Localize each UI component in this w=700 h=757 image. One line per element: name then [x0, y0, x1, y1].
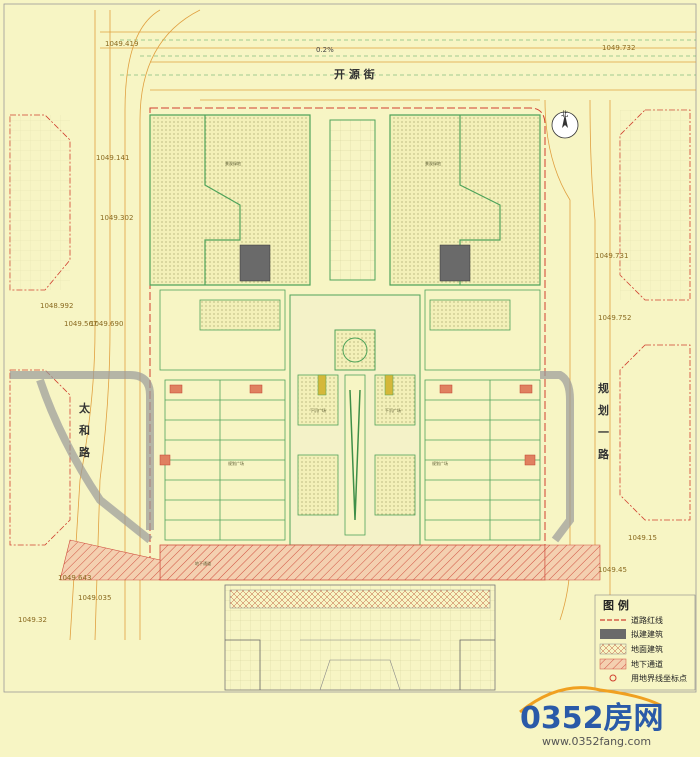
road-label-west-3: 路 [79, 445, 91, 459]
plot-label: 规划广场 [432, 460, 448, 466]
north-compass-icon: 北 [551, 110, 579, 139]
elevation-label: 1049.732 [602, 44, 635, 52]
road-label-east-2: 划 [598, 403, 609, 417]
elevation-label: 1049.32 [18, 616, 47, 624]
legend-item-land-boundary: 用地界线坐标点 [631, 673, 687, 683]
plot-label: 景观绿地 [225, 160, 241, 166]
compass-label: 北 [561, 110, 568, 118]
underground-passage-gray [10, 371, 574, 544]
elevation-label: 1049.731 [595, 252, 628, 260]
legend-item-underground-passage: 地下通道 [631, 659, 663, 669]
plot-label: 地下通道 [195, 560, 211, 566]
elevation-label: 1049.419 [105, 40, 138, 48]
legend-item-ground-building: 地面建筑 [631, 644, 663, 654]
elevation-label: 1049.141 [96, 154, 129, 162]
grade-label: 0.2% [316, 46, 334, 54]
legend-item-proposed-building: 拟建建筑 [631, 629, 663, 639]
underground-passage-band [159, 544, 546, 581]
road-label-north: 开 源 街 [334, 67, 375, 81]
watermark-brand: 0352房网 [520, 701, 664, 736]
elevation-label: 1049.752 [598, 314, 631, 322]
watermark-logo: 0352房网 www.0352fang.com [519, 686, 664, 748]
legend-item-road-redline: 道路红线 [631, 615, 663, 625]
west-building-zone [159, 289, 286, 541]
elevation-label: 1049.302 [100, 214, 133, 222]
north-green-plots [149, 114, 541, 286]
watermark-url: www.0352fang.com [542, 735, 651, 748]
proposed-building-west [239, 244, 271, 282]
road-label-east-1: 规 [598, 381, 609, 395]
plot-label: 规划广场 [228, 460, 244, 466]
elevation-label: 1049.643 [58, 574, 91, 582]
central-plaza [289, 294, 421, 546]
east-building-zone [424, 289, 541, 541]
elevation-label: 1049.15 [628, 534, 657, 542]
elevation-label: 1049.035 [78, 594, 111, 602]
plot-label: 景观绿地 [425, 160, 441, 166]
north-road-lines [100, 31, 696, 101]
proposed-building-east [439, 244, 471, 282]
elevation-label: 1048.992 [40, 302, 73, 310]
east-road-lines [544, 99, 611, 621]
road-label-west-2: 和 [79, 423, 90, 437]
road-label-west-1: 太 [78, 401, 91, 415]
elevation-label: 1049.45 [598, 566, 627, 574]
legend: 图 例 道路红线 拟建建筑 地面建筑 地下通道 用地界线坐标点 [594, 594, 696, 691]
entrance-markers [159, 384, 536, 466]
road-label-east-4: 路 [598, 447, 610, 461]
south-building [224, 584, 496, 691]
elevation-label: 1049.690 [90, 320, 123, 328]
plot-label: 下沉广场 [310, 407, 326, 413]
road-label-east-3: 一 [598, 426, 609, 439]
plot-label: 下沉广场 [385, 407, 401, 413]
legend-title: 图 例 [603, 598, 629, 612]
elevation-label: 1049.567 [64, 320, 97, 328]
